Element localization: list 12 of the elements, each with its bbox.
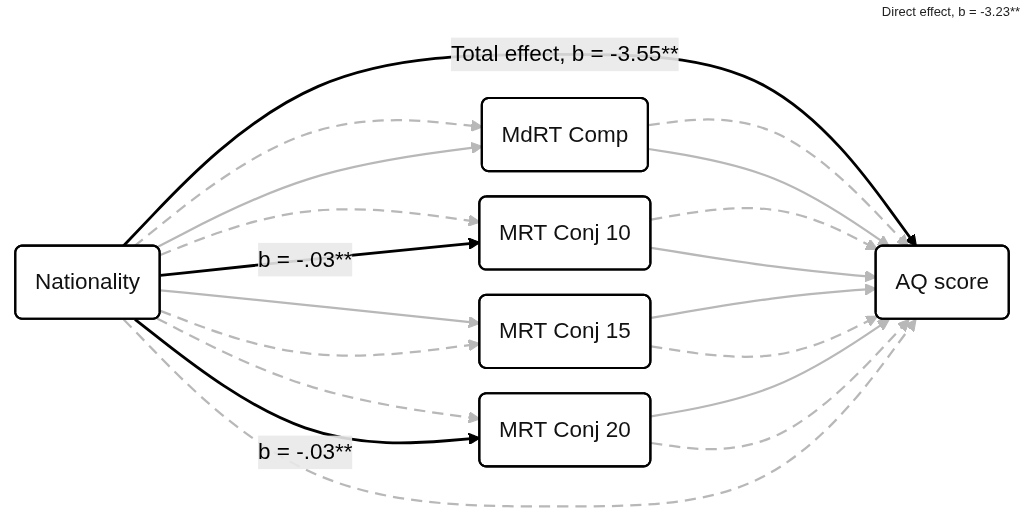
arrow — [122, 53, 917, 248]
edge-label: b = -.03** — [258, 247, 353, 271]
arrow — [122, 318, 917, 508]
arrow — [648, 118, 909, 247]
arrow — [650, 318, 910, 451]
arrow — [650, 318, 890, 418]
effect-label: Direct effect, b = -3.23** — [881, 4, 1020, 19]
arrow — [650, 207, 879, 251]
edge-label: Total effect, b = -3.55** — [450, 41, 679, 66]
arrow — [648, 147, 890, 247]
arrow — [650, 315, 879, 358]
edge-label: b = -.03** — [258, 439, 353, 464]
